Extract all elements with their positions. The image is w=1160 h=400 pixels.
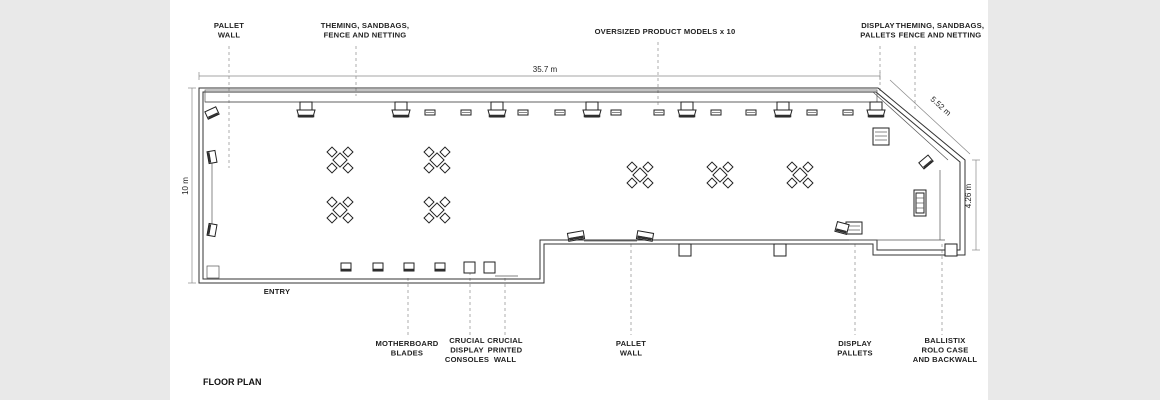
table-with-chairs <box>423 196 451 224</box>
table-with-chairs <box>326 196 354 224</box>
floor-outline <box>198 87 966 284</box>
wall-panels <box>424 109 854 116</box>
display-pallet <box>872 127 890 146</box>
dimensions: 35.7 m 10 m 5.52 m 4.26 m <box>181 65 980 284</box>
crucial-display-consoles <box>463 261 496 274</box>
product-model <box>773 101 793 118</box>
leader-lines <box>228 42 943 335</box>
dim-depth: 10 m <box>181 177 190 195</box>
motherboard-blade <box>372 262 384 272</box>
dim-length: 35.7 m <box>533 65 558 74</box>
column <box>773 243 787 257</box>
wall-panel <box>806 109 818 116</box>
wall-panel <box>460 109 472 116</box>
product-model <box>677 101 697 118</box>
motherboard-blade <box>434 262 446 272</box>
display-console <box>463 261 476 274</box>
oversized-product-models <box>296 101 886 118</box>
plan-title: FLOOR PLAN <box>203 377 262 387</box>
table-with-chairs <box>423 146 451 174</box>
wall-panel <box>745 109 757 116</box>
table-with-chairs <box>786 161 814 189</box>
label-oversized-models: OVERSIZED PRODUCT MODELS x 10 <box>595 27 736 36</box>
dim-angled: 5.52 m <box>929 95 953 118</box>
product-model <box>582 101 602 118</box>
wall-panel <box>710 109 722 116</box>
wall-panel <box>517 109 529 116</box>
pallet-wall-middle <box>566 230 787 257</box>
column <box>678 243 692 257</box>
wall-panel <box>554 109 566 116</box>
wall-panel <box>610 109 622 116</box>
table-with-chairs <box>326 146 354 174</box>
dim-right-side: 4.26 m <box>964 183 973 208</box>
wall-panel <box>653 109 665 116</box>
wall-panel <box>424 109 436 116</box>
ballistix-rolo-case <box>913 189 958 257</box>
column <box>944 243 958 257</box>
seating-tables <box>326 146 814 224</box>
wall-panel <box>842 109 854 116</box>
table-with-chairs <box>626 161 654 189</box>
product-model <box>866 101 886 118</box>
product-model <box>391 101 411 118</box>
motherboard-blades <box>340 262 446 272</box>
motherboard-blade <box>340 262 352 272</box>
label-entry: ENTRY <box>264 287 290 296</box>
product-model <box>487 101 507 118</box>
display-pallets <box>834 127 934 235</box>
motherboard-blade <box>403 262 415 272</box>
label-theming-left: THEMING, SANDBAGS,FENCE AND NETTING <box>321 21 409 40</box>
display-console <box>483 261 496 274</box>
product-model <box>296 101 316 118</box>
pallet-wall-units <box>204 106 220 238</box>
table-with-chairs <box>706 161 734 189</box>
label-theming-right: THEMING, SANDBAGS,FENCE AND NETTING <box>896 21 984 40</box>
